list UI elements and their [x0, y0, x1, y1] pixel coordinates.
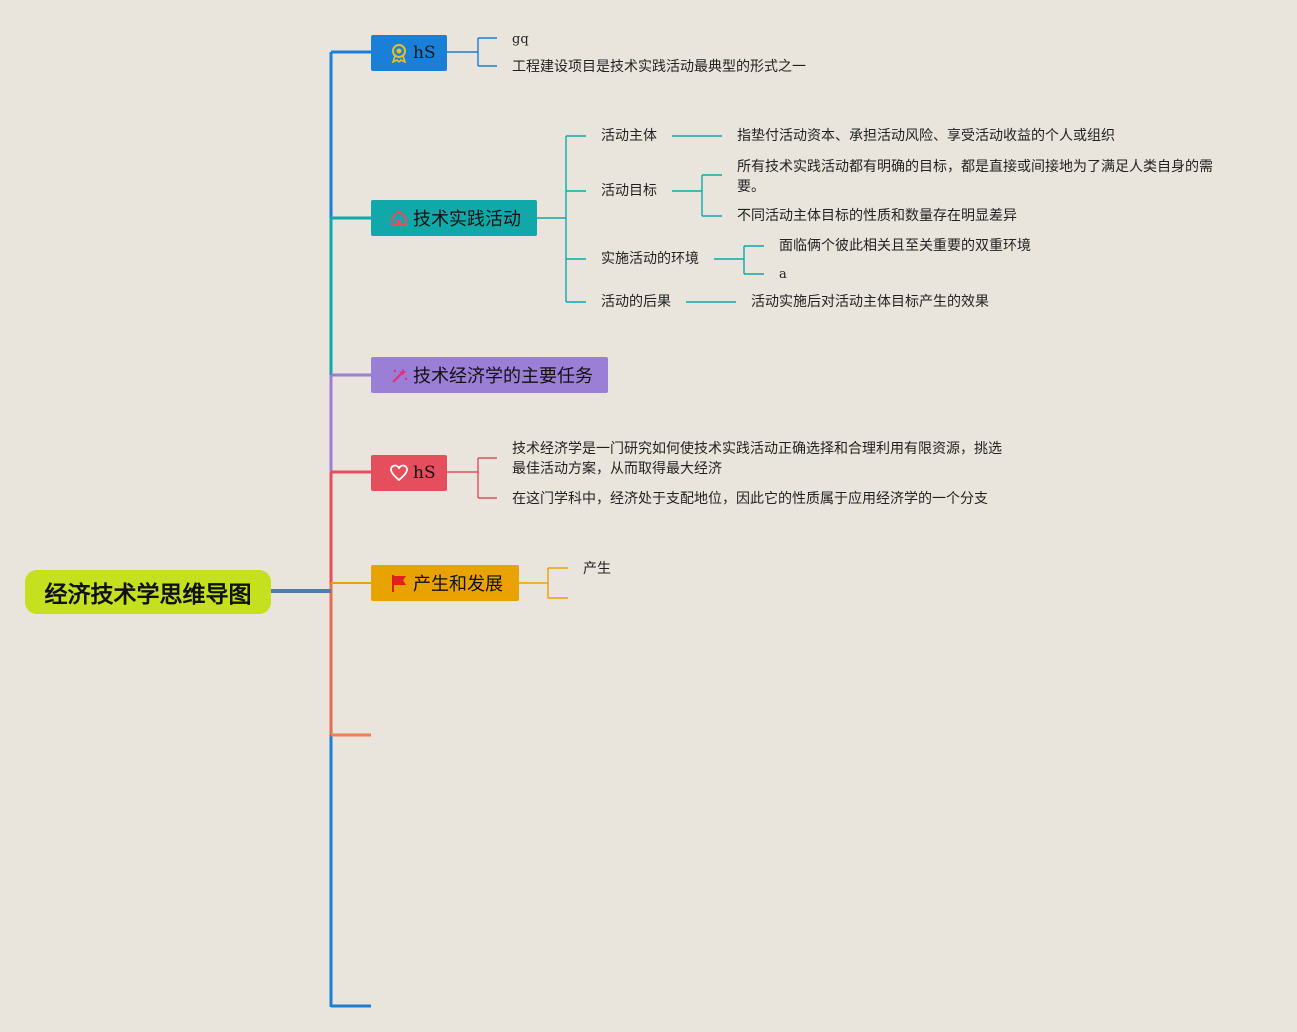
subtopic-label: 实施活动的环境 [601, 251, 699, 267]
root-node[interactable]: 经济技术学思维导图 [25, 570, 271, 614]
topic-hs-1[interactable]: hS [371, 35, 447, 71]
home-icon [389, 208, 409, 228]
subtopic-label: 活动主体 [601, 128, 657, 144]
topic-label: hS [413, 43, 436, 63]
topic-label: 技术经济学的主要任务 [413, 366, 593, 387]
leaf-text: 面临俩个彼此相关且至关重要的双重环境 [779, 238, 1031, 254]
topic-label: hS [413, 463, 436, 483]
subtopic-label: 活动目标 [601, 183, 657, 199]
root-label: 经济技术学思维导图 [44, 582, 252, 608]
leaf-text: 在这门学科中，经济处于支配地位，因此它的性质属于应用经济学的一个分支 [512, 491, 988, 507]
leaf-text: 不同活动主体目标的性质和数量存在明显差异 [737, 208, 1017, 224]
leaf-text: gq [512, 32, 529, 47]
leaf-text: 指垫付活动资本、承担活动风险、享受活动收益的个人或组织 [737, 128, 1115, 144]
flag-icon [389, 573, 409, 593]
leaf-text: 活动实施后对活动主体目标产生的效果 [751, 294, 989, 310]
leaf-text: 所有技术实践活动都有明确的目标，都是直接或间接地为了满足人类自身的需要。 [737, 159, 1213, 195]
heart-icon [389, 463, 409, 483]
topic-main-tasks[interactable]: 技术经济学的主要任务 [371, 357, 608, 393]
award-medal-icon [389, 43, 409, 63]
leaf-text: a [779, 267, 787, 282]
topic-origin-development[interactable]: 产生和发展 [371, 565, 519, 601]
topic-hs-2[interactable]: hS [371, 455, 447, 491]
leaf-text: 工程建设项目是技术实践活动最典型的形式之一 [512, 59, 806, 75]
leaf-text: 技术经济学是一门研究如何使技术实践活动正确选择和合理利用有限资源，挑选最佳活动方… [512, 441, 1002, 477]
topic-label: 产生和发展 [413, 574, 503, 595]
topic-tech-practice[interactable]: 技术实践活动 [371, 200, 537, 236]
subtopic-label: 活动的后果 [601, 294, 671, 310]
leaf-text: 产生 [583, 561, 611, 577]
topic-label: 技术实践活动 [413, 209, 521, 230]
magic-wand-icon [389, 365, 409, 385]
